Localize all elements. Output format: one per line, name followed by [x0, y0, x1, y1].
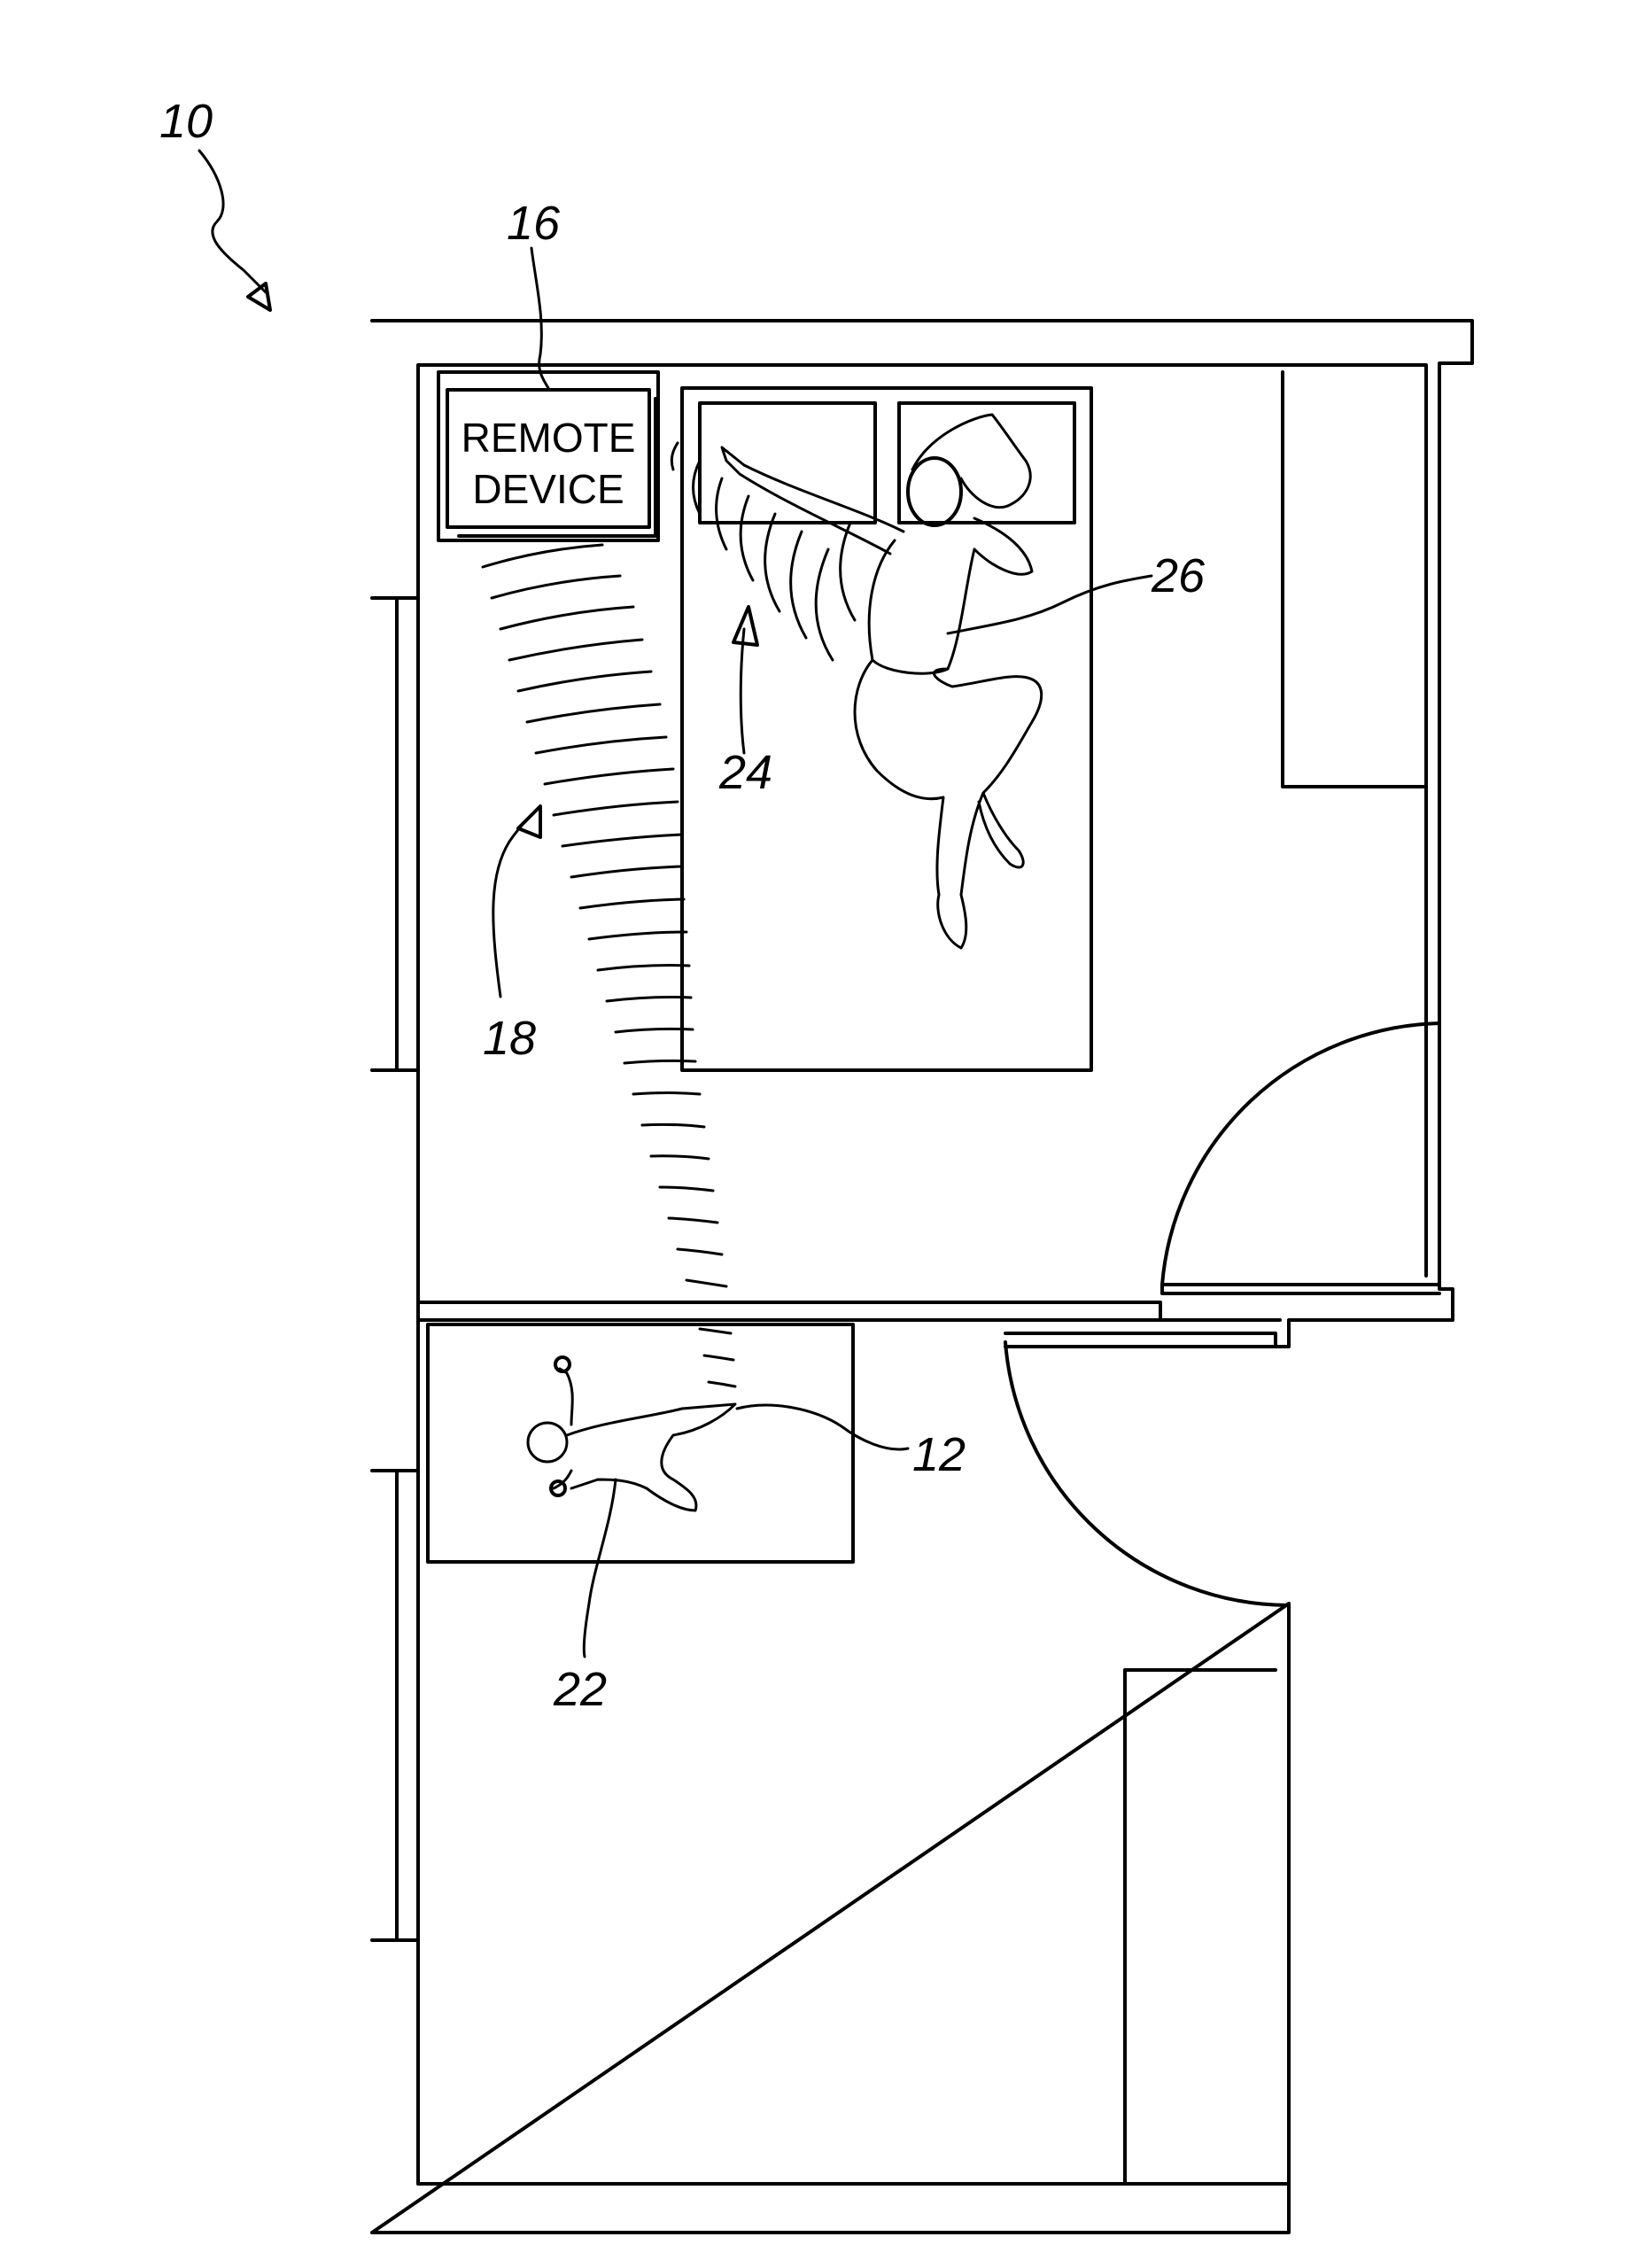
- wave: [545, 769, 673, 784]
- caregiver-foot: [979, 793, 1023, 867]
- caregiver-legs: [855, 660, 1042, 948]
- caregiver-head: [908, 458, 961, 525]
- wave: [671, 443, 678, 470]
- wave: [700, 1329, 731, 1333]
- arrowhead-18: [518, 806, 540, 837]
- signal-waves-to-infant: [483, 545, 735, 1386]
- closet-lower: [1125, 1670, 1276, 2184]
- remote-device: REMOTE DEVICE: [438, 372, 658, 540]
- caregiver-hair: [912, 415, 1030, 508]
- leader-24: [741, 629, 744, 753]
- door-lower-frame: [1005, 1333, 1276, 1347]
- closet-upper: [1283, 372, 1426, 787]
- wave: [509, 640, 642, 660]
- wave: [686, 1280, 726, 1286]
- wave: [642, 1124, 704, 1127]
- wave: [651, 1156, 709, 1159]
- ref-22: 22: [553, 1663, 607, 1716]
- leader-18: [493, 815, 531, 997]
- wave: [791, 532, 806, 638]
- ref-10: 10: [159, 95, 213, 148]
- arrowhead-10: [248, 283, 270, 310]
- window-lower: [372, 1471, 418, 1940]
- door-upper: [1162, 1023, 1439, 1285]
- leader-22: [584, 1479, 616, 1657]
- remote-device-label-line1: REMOTE: [461, 415, 636, 461]
- window-upper: [372, 598, 418, 1070]
- wave: [554, 802, 678, 815]
- ref-18: 18: [483, 1012, 536, 1065]
- wave: [589, 932, 686, 939]
- wave: [483, 545, 602, 567]
- infant-arm-up: [560, 1369, 572, 1425]
- leader-26: [948, 576, 1152, 633]
- wave: [741, 496, 753, 580]
- ref-24: 24: [718, 746, 772, 799]
- inner-wall: [418, 365, 1426, 2184]
- caregiver-arm-down: [974, 518, 1032, 574]
- bed: [682, 388, 1091, 1070]
- wave: [536, 737, 666, 753]
- wave: [580, 899, 684, 908]
- leader-lines: [199, 151, 1152, 1657]
- wave: [492, 576, 620, 598]
- wave: [816, 549, 833, 660]
- crib-frame: [428, 1324, 853, 1562]
- wave: [624, 1060, 695, 1063]
- wave: [633, 1093, 700, 1095]
- wave: [704, 1355, 733, 1360]
- infant-body: [567, 1404, 735, 1511]
- floor-plan: [372, 321, 1472, 2233]
- leader-10: [199, 151, 266, 292]
- door-lower: [1005, 1342, 1289, 1605]
- wave: [765, 514, 779, 611]
- wave: [709, 1382, 735, 1386]
- wave: [660, 1187, 713, 1191]
- wave: [607, 998, 691, 1002]
- crib: [428, 1324, 853, 1562]
- wave: [527, 704, 660, 722]
- ref-16: 16: [507, 197, 561, 250]
- arrowhead-24: [733, 607, 757, 645]
- outer-wall: [372, 321, 1472, 2233]
- wave: [500, 607, 633, 629]
- wave: [717, 478, 726, 549]
- caregiver-torso: [869, 540, 974, 673]
- wave: [571, 866, 682, 877]
- ref-12: 12: [912, 1428, 966, 1481]
- ref-26: 26: [1151, 549, 1206, 602]
- remote-device-label-line2: DEVICE: [472, 466, 624, 512]
- infant-arm-down: [554, 1471, 571, 1488]
- dividing-wall: [418, 1302, 1280, 1320]
- wave: [518, 672, 651, 691]
- bed-frame: [682, 388, 1091, 1070]
- infant-head: [528, 1423, 567, 1462]
- wave: [678, 1249, 722, 1254]
- wave: [841, 523, 855, 620]
- wave: [598, 966, 689, 970]
- wave: [562, 835, 682, 846]
- caregiver-figure: [722, 415, 1042, 948]
- infant-figure: [528, 1357, 735, 1511]
- leader-12: [737, 1405, 908, 1449]
- pillow-left: [700, 403, 875, 523]
- wave: [669, 1218, 717, 1223]
